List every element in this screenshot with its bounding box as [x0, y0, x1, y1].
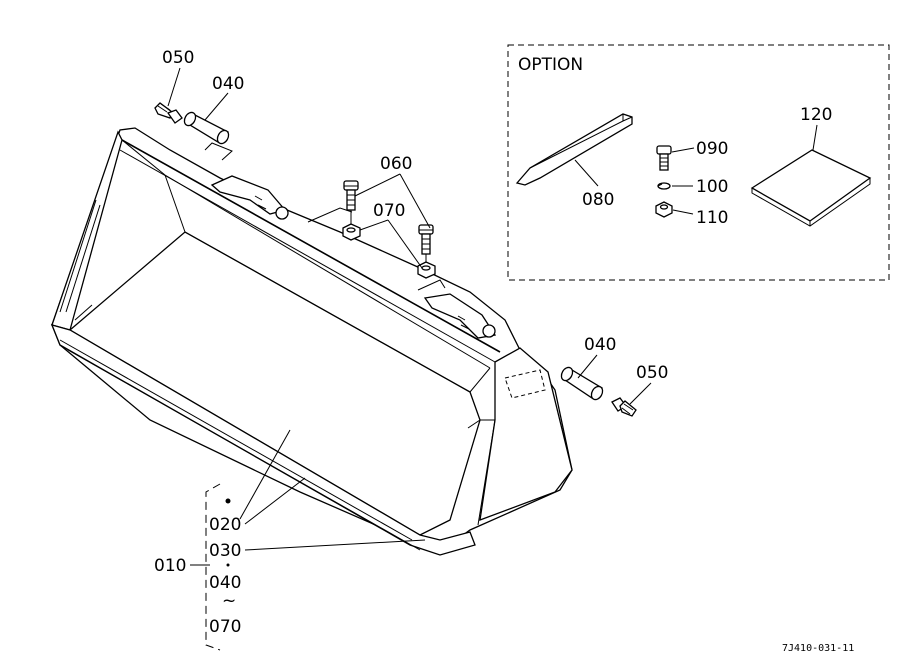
option-box: OPTION	[507, 44, 890, 281]
callout-110: 110	[696, 208, 728, 228]
assembly-group: 010 020 030 040 ~ 070	[154, 498, 241, 637]
nut-left	[342, 223, 361, 241]
drawing-code: 7J410-031-11	[782, 643, 854, 654]
bucket-drawing	[50, 127, 573, 556]
group-main-010: 010	[154, 556, 186, 576]
group-item-030: 030	[209, 541, 241, 561]
callout-100: 100	[696, 177, 728, 197]
callout-040-top: 040	[212, 74, 244, 94]
grease-fitting-top	[154, 102, 183, 124]
callout-060: 060	[380, 154, 412, 174]
callout-labels: 050 040 060 070 040 050 080 090 100 110 …	[162, 48, 832, 383]
option-title: OPTION	[518, 55, 583, 75]
bullet-dot	[225, 498, 231, 504]
group-item-020: 020	[209, 515, 241, 535]
callout-080: 080	[582, 190, 614, 210]
nut-110	[655, 201, 673, 218]
callout-090: 090	[696, 139, 728, 159]
grease-fitting-right	[611, 397, 637, 417]
nut-right	[417, 261, 436, 279]
washer-100	[657, 182, 671, 190]
callout-050-top: 050	[162, 48, 194, 68]
callout-120: 120	[800, 105, 832, 125]
bolt-right	[418, 224, 434, 262]
group-item-070: 070	[209, 617, 241, 637]
leader-lines	[167, 67, 818, 651]
callout-070: 070	[373, 201, 405, 221]
decal-sheet	[750, 149, 872, 227]
callout-050-right: 050	[636, 363, 668, 383]
bolt-left	[343, 180, 359, 226]
bullet-dot-small	[226, 563, 230, 567]
bolt-090	[656, 145, 672, 171]
cutting-edge-bar	[515, 113, 633, 186]
group-item-040: 040	[209, 573, 241, 593]
pin-top	[183, 111, 233, 161]
group-range-mark: ~	[222, 591, 236, 611]
callout-040-right: 040	[584, 335, 616, 355]
pin-right	[560, 366, 604, 401]
